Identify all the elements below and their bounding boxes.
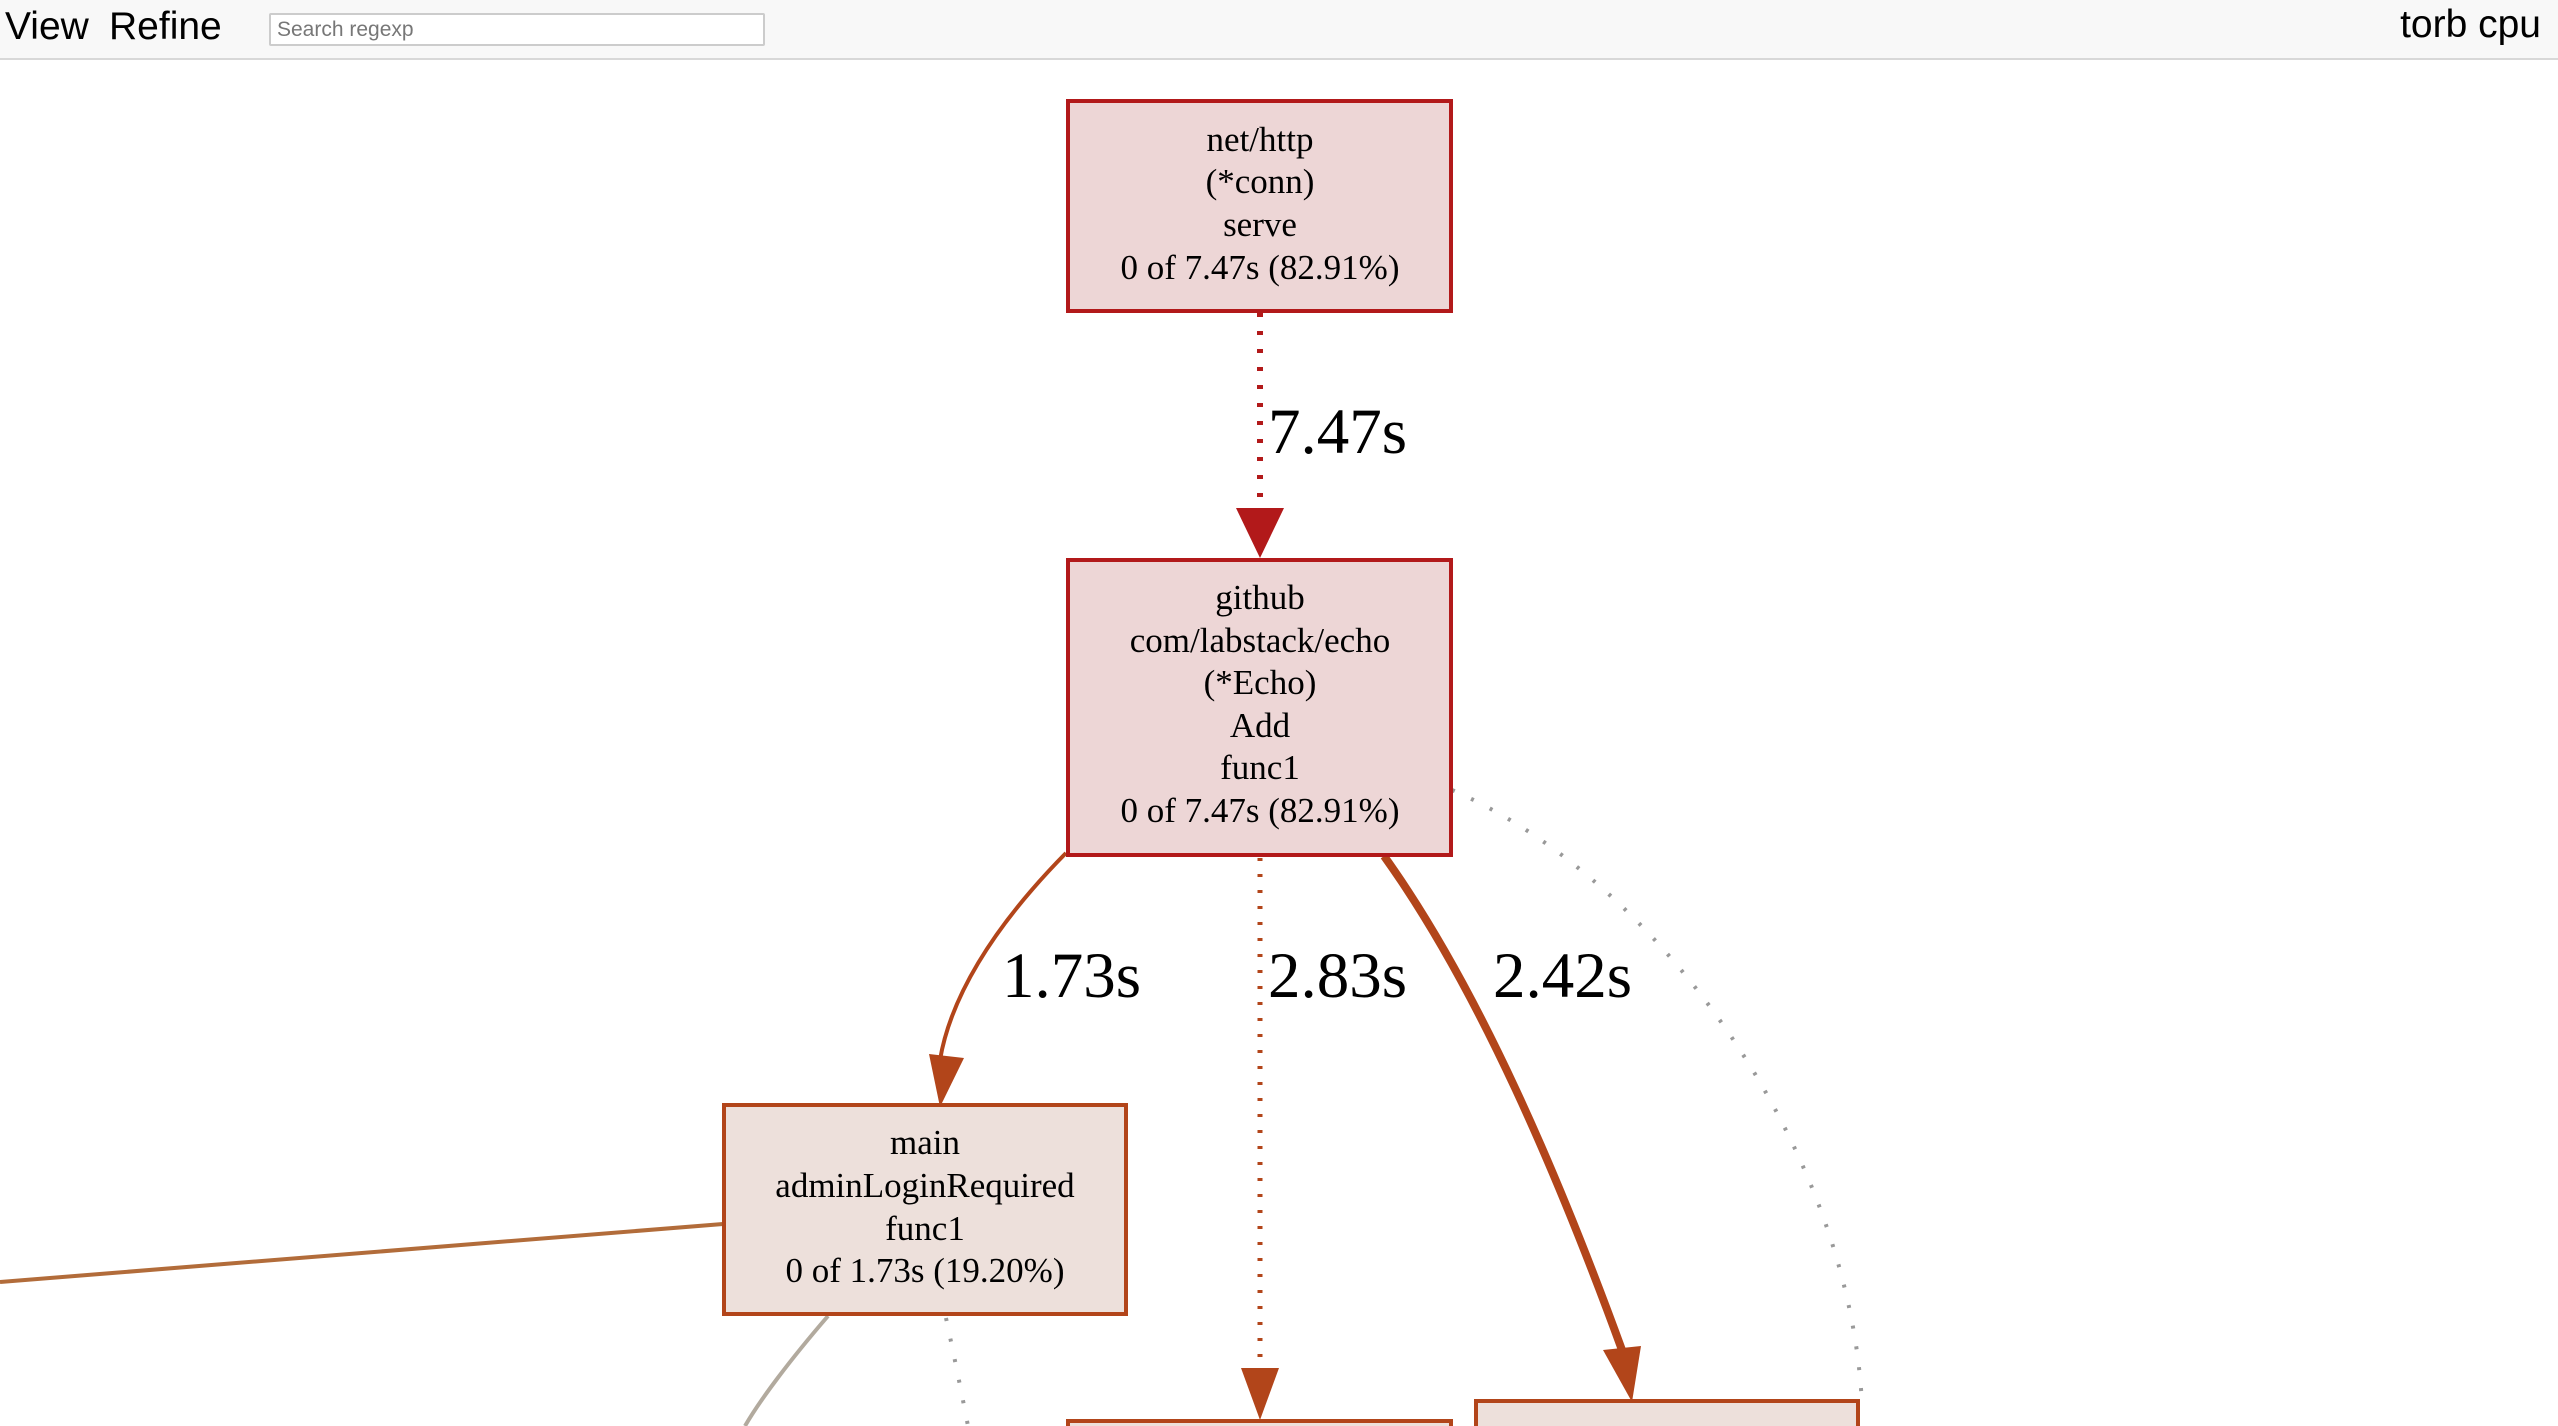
view-menu[interactable]: View xyxy=(5,5,89,48)
node-label-line: adminLoginRequired xyxy=(775,1166,1075,1205)
node-partial-bottom-center[interactable] xyxy=(1066,1419,1453,1426)
refine-menu[interactable]: Refine xyxy=(109,5,222,48)
edge-arrowhead xyxy=(1236,508,1284,558)
node-label-line: (*Echo) xyxy=(1204,663,1317,702)
edge-arrowhead xyxy=(929,1054,964,1107)
node-net-http-conn-serve[interactable]: net/http (*conn) serve 0 of 7.47s (82.91… xyxy=(1066,99,1453,313)
node-label-line: serve xyxy=(1223,205,1297,244)
edge-line xyxy=(1380,853,1626,1352)
node-label-line: 0 of 7.47s (82.91%) xyxy=(1121,791,1400,830)
node-label-line: (*conn) xyxy=(1206,162,1315,201)
search-input[interactable] xyxy=(269,13,765,46)
edge-label-7-47s: 7.47s xyxy=(1268,396,1407,468)
node-partial-bottom-right[interactable] xyxy=(1474,1399,1860,1426)
node-label-line: com/labstack/echo xyxy=(1130,621,1390,660)
node-label-line: main xyxy=(890,1123,960,1162)
edge-add-to-adminlogin[interactable]: 1.73s xyxy=(929,851,1141,1107)
edge-label-1-73s: 1.73s xyxy=(1002,940,1141,1012)
node-echo-add-func1[interactable]: github com/labstack/echo (*Echo) Add fun… xyxy=(1066,558,1453,857)
edge-adminlogin-left[interactable] xyxy=(0,1222,724,1284)
edge-arrowhead xyxy=(1603,1346,1641,1402)
node-label-line: 0 of 7.47s (82.91%) xyxy=(1121,248,1400,287)
node-box xyxy=(722,1103,1128,1316)
call-graph[interactable]: 7.47s 1.73s 2.83s 2.42s net/http (*conn)… xyxy=(0,60,2558,1426)
edge-add-to-node-below-right[interactable]: 2.42s xyxy=(1380,853,1641,1402)
node-label-line: func1 xyxy=(1220,748,1300,787)
edge-adminlogin-down-dotted[interactable] xyxy=(944,1317,970,1426)
toolbar: View Refine torb cpu xyxy=(0,0,2558,60)
edge-label-2-42s: 2.42s xyxy=(1493,940,1632,1012)
node-main-adminloginrequired-func1[interactable]: main adminLoginRequired func1 0 of 1.73s… xyxy=(722,1103,1128,1316)
profile-title: torb cpu xyxy=(2400,3,2541,46)
edge-add-to-node-below-center[interactable]: 2.83s xyxy=(1241,858,1407,1420)
node-box xyxy=(1066,99,1453,313)
node-label-line: 0 of 1.73s (19.20%) xyxy=(786,1251,1065,1290)
edge-arrowhead xyxy=(1241,1368,1279,1420)
edge-serve-to-add[interactable]: 7.47s xyxy=(1236,313,1407,558)
node-label-line: net/http xyxy=(1207,120,1314,159)
edge-label-2-83s: 2.83s xyxy=(1268,940,1407,1012)
edge-dotted-right[interactable] xyxy=(1451,788,1864,1406)
node-label-line: github xyxy=(1215,578,1304,617)
edge-line xyxy=(938,851,1068,1061)
edge-adminlogin-down-grey[interactable] xyxy=(743,1314,830,1426)
node-label-line: func1 xyxy=(885,1209,965,1248)
node-label-line: Add xyxy=(1230,706,1291,745)
node-box xyxy=(1066,558,1453,857)
